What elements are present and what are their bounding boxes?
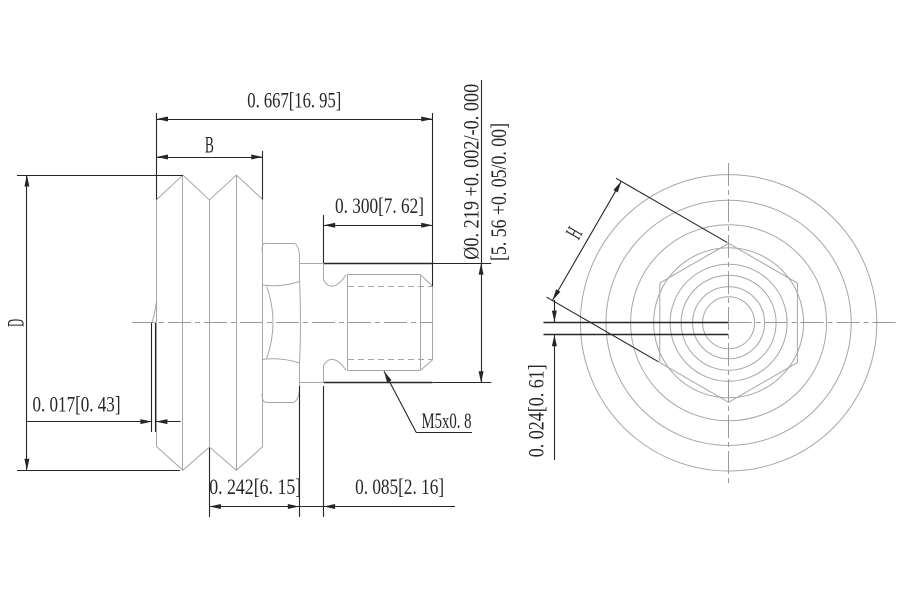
svg-text:M5x0. 8: M5x0. 8 <box>422 408 472 433</box>
svg-text:0. 085[2. 16]: 0. 085[2. 16] <box>355 474 444 499</box>
svg-text:D: D <box>4 319 30 327</box>
svg-text:[5. 56 +0. 05/0. 00]: [5. 56 +0. 05/0. 00] <box>486 123 511 261</box>
svg-text:0. 300[7. 62]: 0. 300[7. 62] <box>335 193 424 218</box>
svg-text:0. 024[0. 61]: 0. 024[0. 61] <box>524 364 549 457</box>
svg-text:0. 017[0. 43]: 0. 017[0. 43] <box>33 392 121 417</box>
svg-text:B: B <box>205 133 214 159</box>
svg-text:Ø0. 219 +0. 002/-0. 000: Ø0. 219 +0. 002/-0. 000 <box>459 84 484 260</box>
svg-text:0. 667[16. 95]: 0. 667[16. 95] <box>247 88 341 113</box>
svg-text:0. 242[6. 15]: 0. 242[6. 15] <box>209 474 301 499</box>
